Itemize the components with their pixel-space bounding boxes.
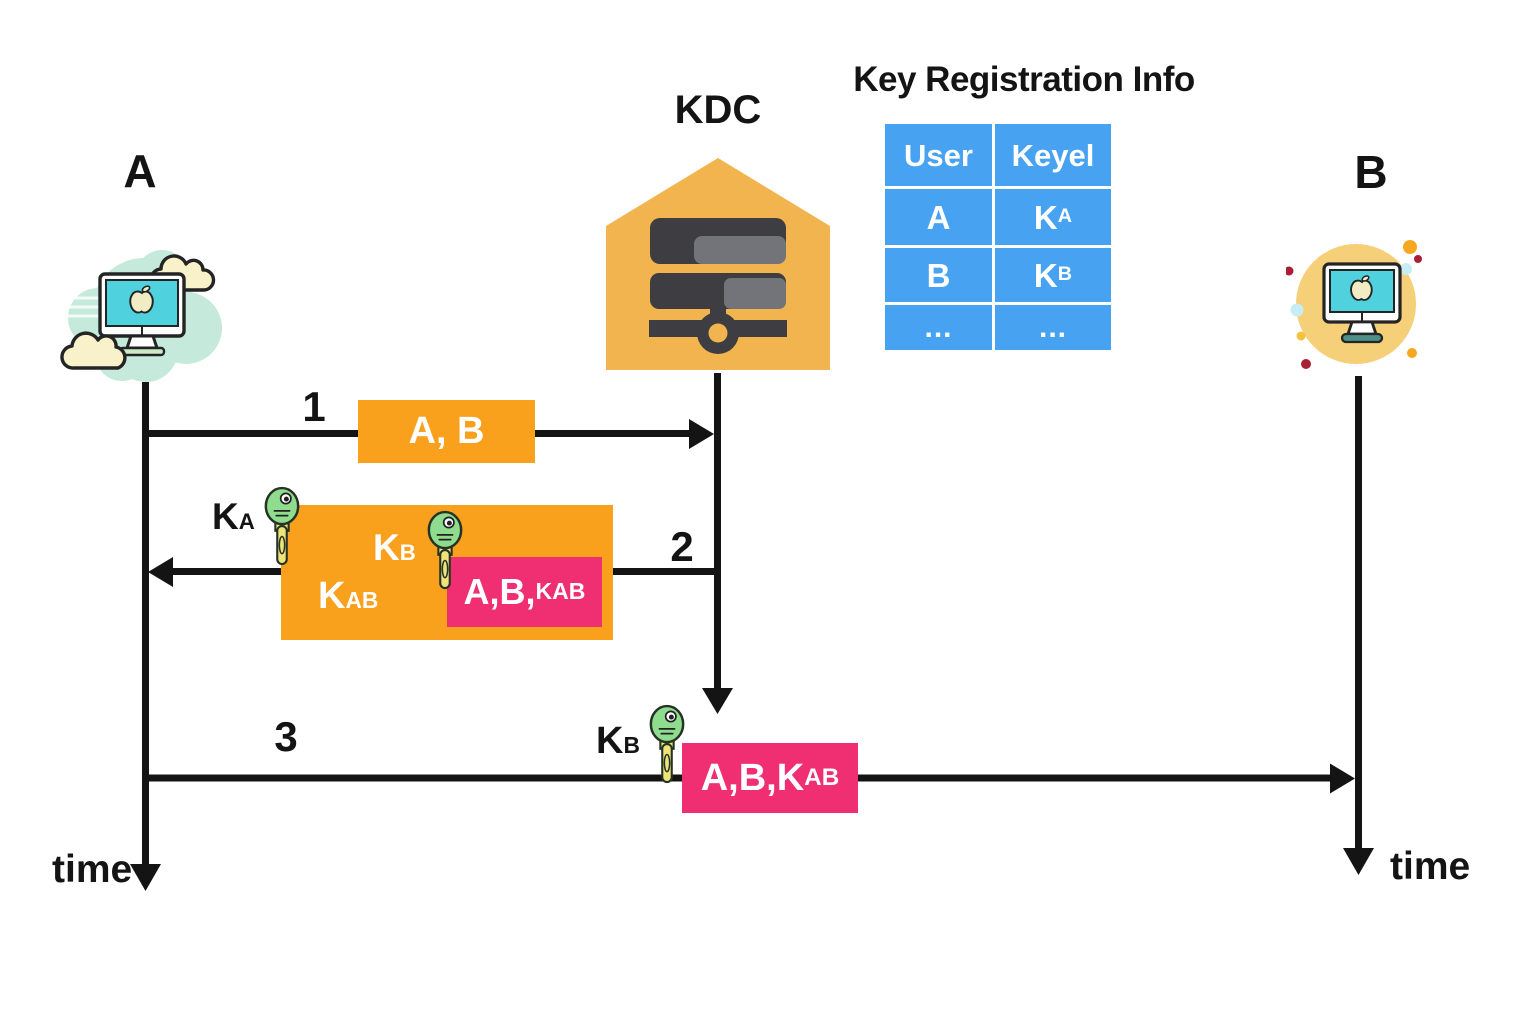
apple-logo	[1350, 275, 1373, 301]
message3-arrowhead	[1330, 763, 1355, 794]
computer-circle-icon	[1286, 240, 1422, 369]
key-a-label: KA	[212, 496, 255, 537]
participant-a-label: A	[123, 145, 157, 197]
apple-logo	[129, 285, 154, 314]
message2-arrowhead	[148, 557, 173, 587]
registry-title: Key Registration Info	[853, 60, 1195, 99]
key-icon	[264, 486, 300, 566]
key-icon	[649, 704, 685, 784]
imac-b	[1322, 262, 1402, 344]
timeline-b-arrowhead	[1343, 848, 1374, 875]
key-icon	[427, 510, 463, 590]
table-header-user: User	[885, 124, 992, 186]
message2-encrypted-box: A,B,KAB	[447, 557, 602, 627]
table-cell-user-a: A	[885, 189, 992, 245]
time-label-b: time	[1390, 845, 1471, 888]
message2-number: 2	[670, 523, 694, 570]
table-cell-user-more: ...	[885, 305, 992, 350]
key-ab-label: KAB	[318, 575, 379, 617]
timeline-kdc-arrowhead	[702, 688, 733, 714]
table-cell-user-b: B	[885, 248, 992, 302]
table-cell-key-more: ...	[995, 305, 1111, 350]
timeline-a-arrowhead	[130, 864, 161, 891]
participant-kdc-label: KDC	[674, 88, 762, 132]
confetti-dots	[1286, 240, 1422, 369]
message1-box: A, B	[358, 400, 535, 463]
message1-arrowhead	[689, 419, 714, 449]
message3-number: 3	[274, 713, 298, 760]
message1-number: 1	[302, 383, 326, 430]
server-house-icon	[606, 158, 830, 370]
imac-a	[98, 272, 186, 357]
key-b-label-m3: KB	[596, 720, 640, 762]
time-label-a: time	[52, 848, 133, 891]
table-header-key: Keyel	[995, 124, 1111, 186]
key-b-label: KB	[373, 527, 416, 568]
server-icon	[649, 218, 787, 354]
computer-cloud-icon	[58, 250, 222, 382]
cloud-bottom-left	[60, 331, 127, 370]
participant-b-label: B	[1354, 146, 1388, 198]
